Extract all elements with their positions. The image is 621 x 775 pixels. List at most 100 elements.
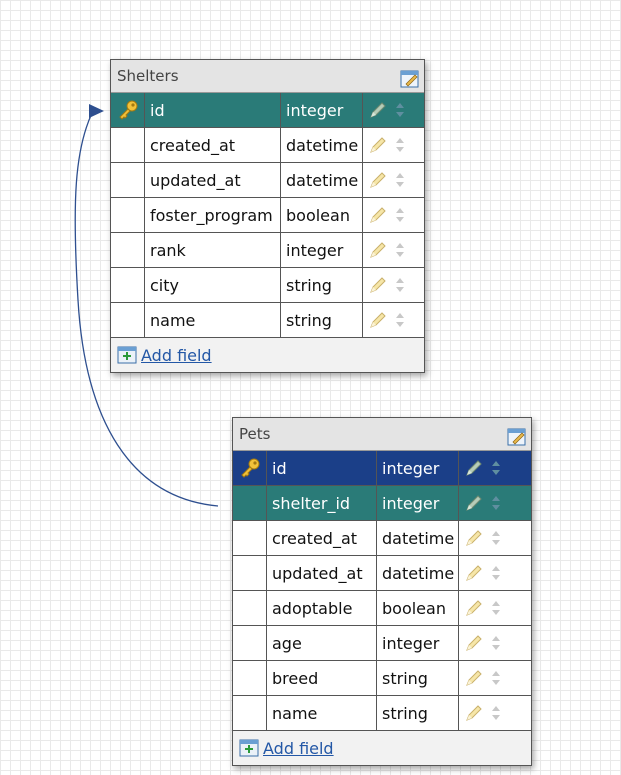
move-arrows-icon[interactable] bbox=[491, 459, 501, 477]
pencil-icon[interactable] bbox=[465, 459, 483, 477]
field-name: id bbox=[267, 451, 377, 485]
edit-table-icon[interactable] bbox=[400, 69, 420, 89]
field-actions bbox=[363, 93, 422, 127]
field-name: updated_at bbox=[267, 556, 377, 590]
pencil-icon[interactable] bbox=[369, 276, 387, 294]
field-name: created_at bbox=[145, 128, 281, 162]
field-type: boolean bbox=[281, 198, 363, 232]
move-arrows-icon[interactable] bbox=[395, 241, 405, 259]
add-field-icon[interactable] bbox=[239, 739, 259, 757]
key-cell bbox=[111, 128, 145, 162]
field-actions bbox=[459, 696, 529, 730]
field-actions bbox=[363, 303, 422, 337]
move-arrows-icon[interactable] bbox=[395, 206, 405, 224]
field-actions bbox=[363, 268, 422, 302]
field-type: datetime bbox=[377, 556, 459, 590]
move-arrows-icon[interactable] bbox=[491, 634, 501, 652]
move-arrows-icon[interactable] bbox=[395, 171, 405, 189]
field-type: datetime bbox=[281, 128, 363, 162]
key-cell bbox=[233, 521, 267, 555]
move-arrows-icon[interactable] bbox=[395, 276, 405, 294]
pencil-icon[interactable] bbox=[465, 494, 483, 512]
pencil-icon[interactable] bbox=[465, 704, 483, 722]
key-cell bbox=[111, 198, 145, 232]
key-icon bbox=[118, 100, 137, 120]
edit-table-icon[interactable] bbox=[507, 427, 527, 447]
field-actions bbox=[459, 591, 529, 625]
field-name: name bbox=[145, 303, 281, 337]
field-type: string bbox=[281, 303, 363, 337]
key-cell bbox=[111, 233, 145, 267]
field-actions bbox=[459, 661, 529, 695]
add-field-row[interactable]: Add field bbox=[111, 338, 424, 372]
key-cell bbox=[233, 661, 267, 695]
pencil-icon[interactable] bbox=[369, 206, 387, 224]
pencil-icon[interactable] bbox=[369, 241, 387, 259]
pencil-icon[interactable] bbox=[465, 669, 483, 687]
field-type: integer bbox=[377, 451, 459, 485]
move-arrows-icon[interactable] bbox=[395, 311, 405, 329]
pencil-icon[interactable] bbox=[369, 311, 387, 329]
add-field-link[interactable]: Add field bbox=[263, 738, 334, 758]
pencil-icon[interactable] bbox=[369, 101, 387, 119]
key-cell bbox=[233, 591, 267, 625]
add-field-icon[interactable] bbox=[117, 346, 137, 364]
field-actions bbox=[459, 451, 529, 485]
table-header[interactable]: Shelters bbox=[111, 60, 424, 93]
pencil-icon[interactable] bbox=[369, 136, 387, 154]
move-arrows-icon[interactable] bbox=[491, 564, 501, 582]
key-cell bbox=[233, 626, 267, 660]
field-actions bbox=[459, 486, 529, 520]
move-arrows-icon[interactable] bbox=[491, 669, 501, 687]
move-arrows-icon[interactable] bbox=[395, 101, 405, 119]
table-header[interactable]: Pets bbox=[233, 418, 531, 451]
field-type: datetime bbox=[281, 163, 363, 197]
move-arrows-icon[interactable] bbox=[491, 494, 501, 512]
pencil-icon[interactable] bbox=[465, 529, 483, 547]
move-arrows-icon[interactable] bbox=[491, 704, 501, 722]
field-name: city bbox=[145, 268, 281, 302]
add-field-row[interactable]: Add field bbox=[233, 731, 531, 765]
field-name: id bbox=[145, 93, 281, 127]
pencil-icon[interactable] bbox=[465, 634, 483, 652]
key-cell bbox=[111, 268, 145, 302]
table-title: Pets bbox=[239, 425, 271, 443]
key-cell bbox=[233, 556, 267, 590]
field-name: adoptable bbox=[267, 591, 377, 625]
field-type: string bbox=[377, 696, 459, 730]
key-icon bbox=[240, 458, 259, 478]
field-type: string bbox=[281, 268, 363, 302]
pencil-icon[interactable] bbox=[465, 599, 483, 617]
field-name: updated_at bbox=[145, 163, 281, 197]
field-name: shelter_id bbox=[267, 486, 377, 520]
add-field-link[interactable]: Add field bbox=[141, 345, 212, 365]
pencil-icon[interactable] bbox=[465, 564, 483, 582]
field-type: string bbox=[377, 661, 459, 695]
field-actions bbox=[459, 626, 529, 660]
key-cell bbox=[111, 163, 145, 197]
field-name: breed bbox=[267, 661, 377, 695]
key-cell bbox=[233, 451, 267, 485]
move-arrows-icon[interactable] bbox=[491, 599, 501, 617]
pencil-icon[interactable] bbox=[369, 171, 387, 189]
move-arrows-icon[interactable] bbox=[491, 529, 501, 547]
move-arrows-icon[interactable] bbox=[395, 136, 405, 154]
